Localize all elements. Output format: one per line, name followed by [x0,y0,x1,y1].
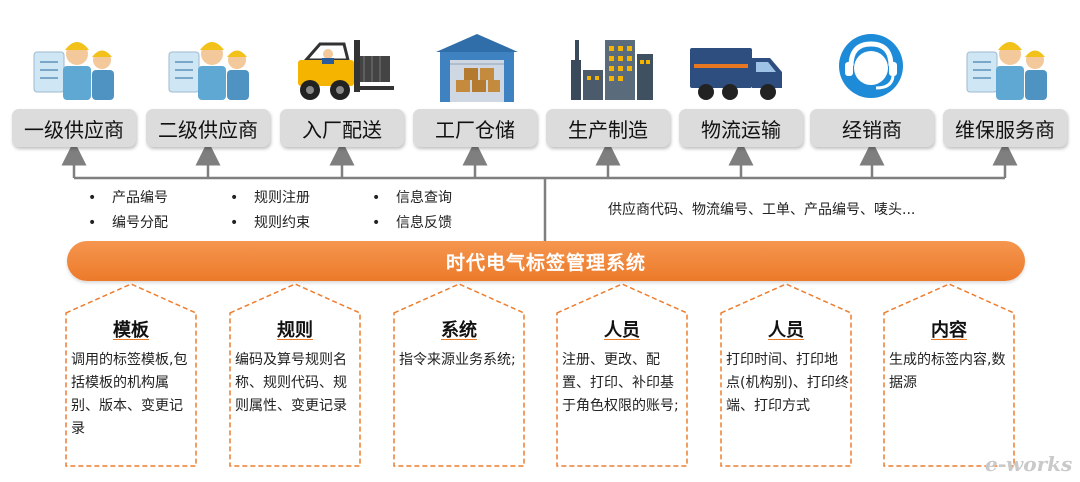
category-personnel-print: 人员 打印时间、打印地点(机构别)、打印终端、打印方式 [720,283,852,467]
node-logistics: 物流运输 [679,109,803,147]
bullet-item: 信息查询 [396,190,452,206]
category-frame [720,283,852,467]
bullet-group-3: •信息查询 •信息反馈 [372,186,452,236]
node-manufacturing: 生产制造 [546,109,670,147]
supplier-workers-icon [165,30,255,104]
bullet-item: 规则注册 [254,190,310,206]
category-template: 模板 调用的标签模板,包括模板的机构属别、版本、变更记录 [65,283,197,467]
eworks-logo: e-works [985,452,1073,476]
system-banner: 时代电气标签管理系统 [67,241,1025,281]
connector-lines [61,140,1018,242]
category-body: 注册、更改、配置、打印、补印基于角色权限的账号; [562,352,679,414]
category-title: 规则 [277,320,313,341]
node-dealer: 经销商 [810,109,934,147]
category-body: 调用的标签模板,包括模板的机构属别、版本、变更记录 [71,352,188,437]
node-tier2-supplier: 二级供应商 [146,109,270,147]
category-body: 编码及算号规则名称、规则代码、规则属性、变更记录 [235,352,347,414]
category-content: 内容 生成的标签内容,数据源 [883,283,1015,467]
category-frame [229,283,361,467]
category-frame [65,283,197,467]
warehouse-icon [432,30,522,104]
bullet-item: 规则约束 [254,215,310,231]
category-body: 打印时间、打印地点(机构别)、打印终端、打印方式 [726,352,849,414]
bullet-group-2: •规则注册 •规则约束 [230,186,310,236]
category-body: 指令来源业务系统; [399,352,516,368]
category-frame [556,283,688,467]
category-frame [883,283,1015,467]
supplier-workers-icon [963,30,1053,104]
category-rule: 规则 编码及算号规则名称、规则代码、规则属性、变更记录 [229,283,361,467]
category-frame [393,283,525,467]
category-system: 系统 指令来源业务系统; [393,283,525,467]
bullet-group-1: •产品编号 •编号分配 [88,186,168,236]
category-title: 人员 [768,320,804,341]
info-text: 供应商代码、物流编号、工单、产品编号、唛头... [608,202,916,218]
factory-icon [567,30,657,104]
category-title: 内容 [931,320,967,341]
node-factory-warehouse: 工厂仓储 [413,109,537,147]
node-maintenance-provider: 维保服务商 [943,109,1067,147]
category-title: 模板 [113,320,149,341]
headset-icon [826,30,916,104]
truck-icon [688,30,782,104]
bullet-item: 产品编号 [112,190,168,206]
category-title: 人员 [604,320,640,341]
node-inbound-delivery: 入厂配送 [280,109,404,147]
supplier-workers-icon [30,30,120,104]
category-title: 系统 [441,320,477,341]
category-body: 生成的标签内容,数据源 [889,352,1006,391]
bullet-item: 信息反馈 [396,215,452,231]
node-tier1-supplier: 一级供应商 [12,109,136,147]
category-personnel-account: 人员 注册、更改、配置、打印、补印基于角色权限的账号; [556,283,688,467]
forklift-icon [292,30,394,104]
bullet-item: 编号分配 [112,215,168,231]
